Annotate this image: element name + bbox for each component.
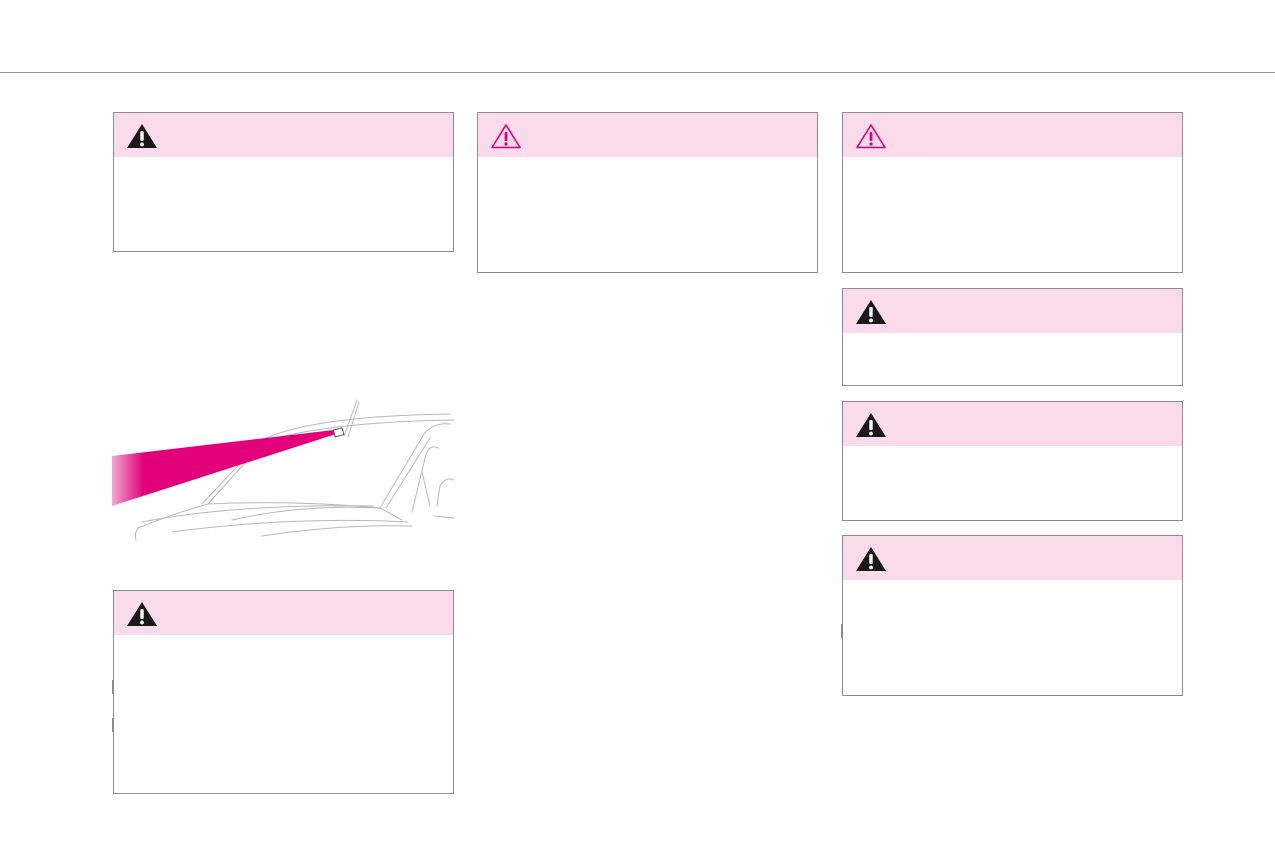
sensor-beam <box>112 430 336 506</box>
warning-box-1 <box>113 112 454 252</box>
warning-triangle-outline-icon <box>856 124 886 149</box>
warning-box-4 <box>113 590 454 794</box>
margin-tick <box>112 718 113 732</box>
warning-box-body <box>478 157 817 272</box>
warning-box-3 <box>842 112 1183 273</box>
warning-box-2 <box>477 112 818 273</box>
margin-tick <box>112 680 113 694</box>
warning-box-7 <box>842 535 1183 696</box>
warning-box-header <box>478 113 817 157</box>
warning-box-body <box>843 446 1182 520</box>
margin-tick <box>841 624 842 638</box>
top-divider <box>0 72 1275 73</box>
warning-box-body <box>843 333 1182 385</box>
warning-triangle-solid-icon <box>127 124 157 148</box>
warning-box-6 <box>842 401 1183 521</box>
warning-box-header <box>114 113 453 157</box>
warning-triangle-outline-icon <box>491 124 521 149</box>
warning-box-header <box>114 591 453 635</box>
warning-box-5 <box>842 288 1183 386</box>
warning-triangle-solid-icon <box>856 547 886 571</box>
warning-box-body <box>843 580 1182 695</box>
warning-box-header <box>843 536 1182 580</box>
warning-triangle-solid-icon <box>127 602 157 626</box>
margin-tick <box>453 680 454 694</box>
warning-box-header <box>843 113 1182 157</box>
windscreen-sensor-illustration <box>112 399 454 541</box>
warning-triangle-solid-icon <box>856 413 886 437</box>
warning-box-body <box>114 635 453 793</box>
margin-tick <box>453 718 454 732</box>
warning-box-body <box>843 157 1182 272</box>
warning-box-header <box>843 289 1182 333</box>
warning-triangle-solid-icon <box>856 300 886 324</box>
warning-box-header <box>843 402 1182 446</box>
warning-box-body <box>114 157 453 251</box>
margin-tick <box>1182 624 1183 638</box>
